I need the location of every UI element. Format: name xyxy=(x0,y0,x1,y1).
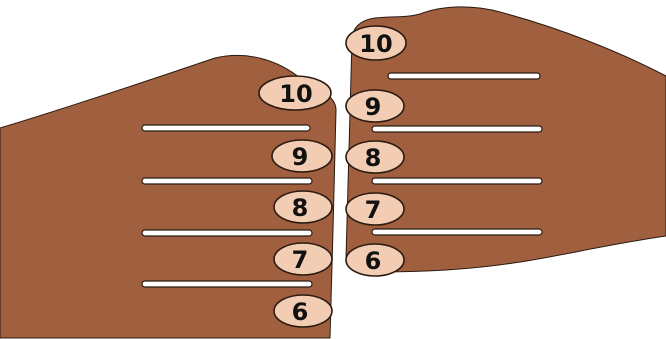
right-finger-gap xyxy=(372,229,542,235)
left-hand: 10 9 8 7 6 xyxy=(0,55,336,338)
finger-number: 8 xyxy=(292,194,309,222)
finger-number: 7 xyxy=(365,196,382,224)
left-finger-8: 8 xyxy=(274,191,332,223)
left-finger-7: 7 xyxy=(274,243,332,275)
finger-number: 7 xyxy=(292,246,309,274)
right-finger-gap xyxy=(372,126,542,132)
right-finger-gap xyxy=(388,73,540,79)
right-finger-8: 8 xyxy=(346,141,404,173)
left-finger-gap xyxy=(142,230,312,236)
finger-number: 6 xyxy=(365,247,382,275)
right-finger-9: 9 xyxy=(346,90,404,122)
right-hand: 10 9 8 7 6 xyxy=(346,7,666,276)
right-finger-7: 7 xyxy=(346,193,404,225)
finger-number: 9 xyxy=(365,93,382,121)
finger-number: 8 xyxy=(365,144,382,172)
finger-number: 10 xyxy=(279,80,312,108)
right-finger-gap xyxy=(372,178,542,184)
finger-number: 6 xyxy=(292,298,309,326)
right-finger-6: 6 xyxy=(346,244,404,276)
left-finger-gap xyxy=(142,281,312,287)
left-finger-gap xyxy=(142,125,310,131)
left-finger-gap xyxy=(142,178,312,184)
left-finger-6: 6 xyxy=(274,295,332,327)
right-finger-10: 10 xyxy=(346,26,406,60)
finger-number: 10 xyxy=(359,30,392,58)
finger-number: 9 xyxy=(292,143,309,171)
left-finger-10: 10 xyxy=(259,76,331,110)
left-finger-9: 9 xyxy=(272,140,332,172)
